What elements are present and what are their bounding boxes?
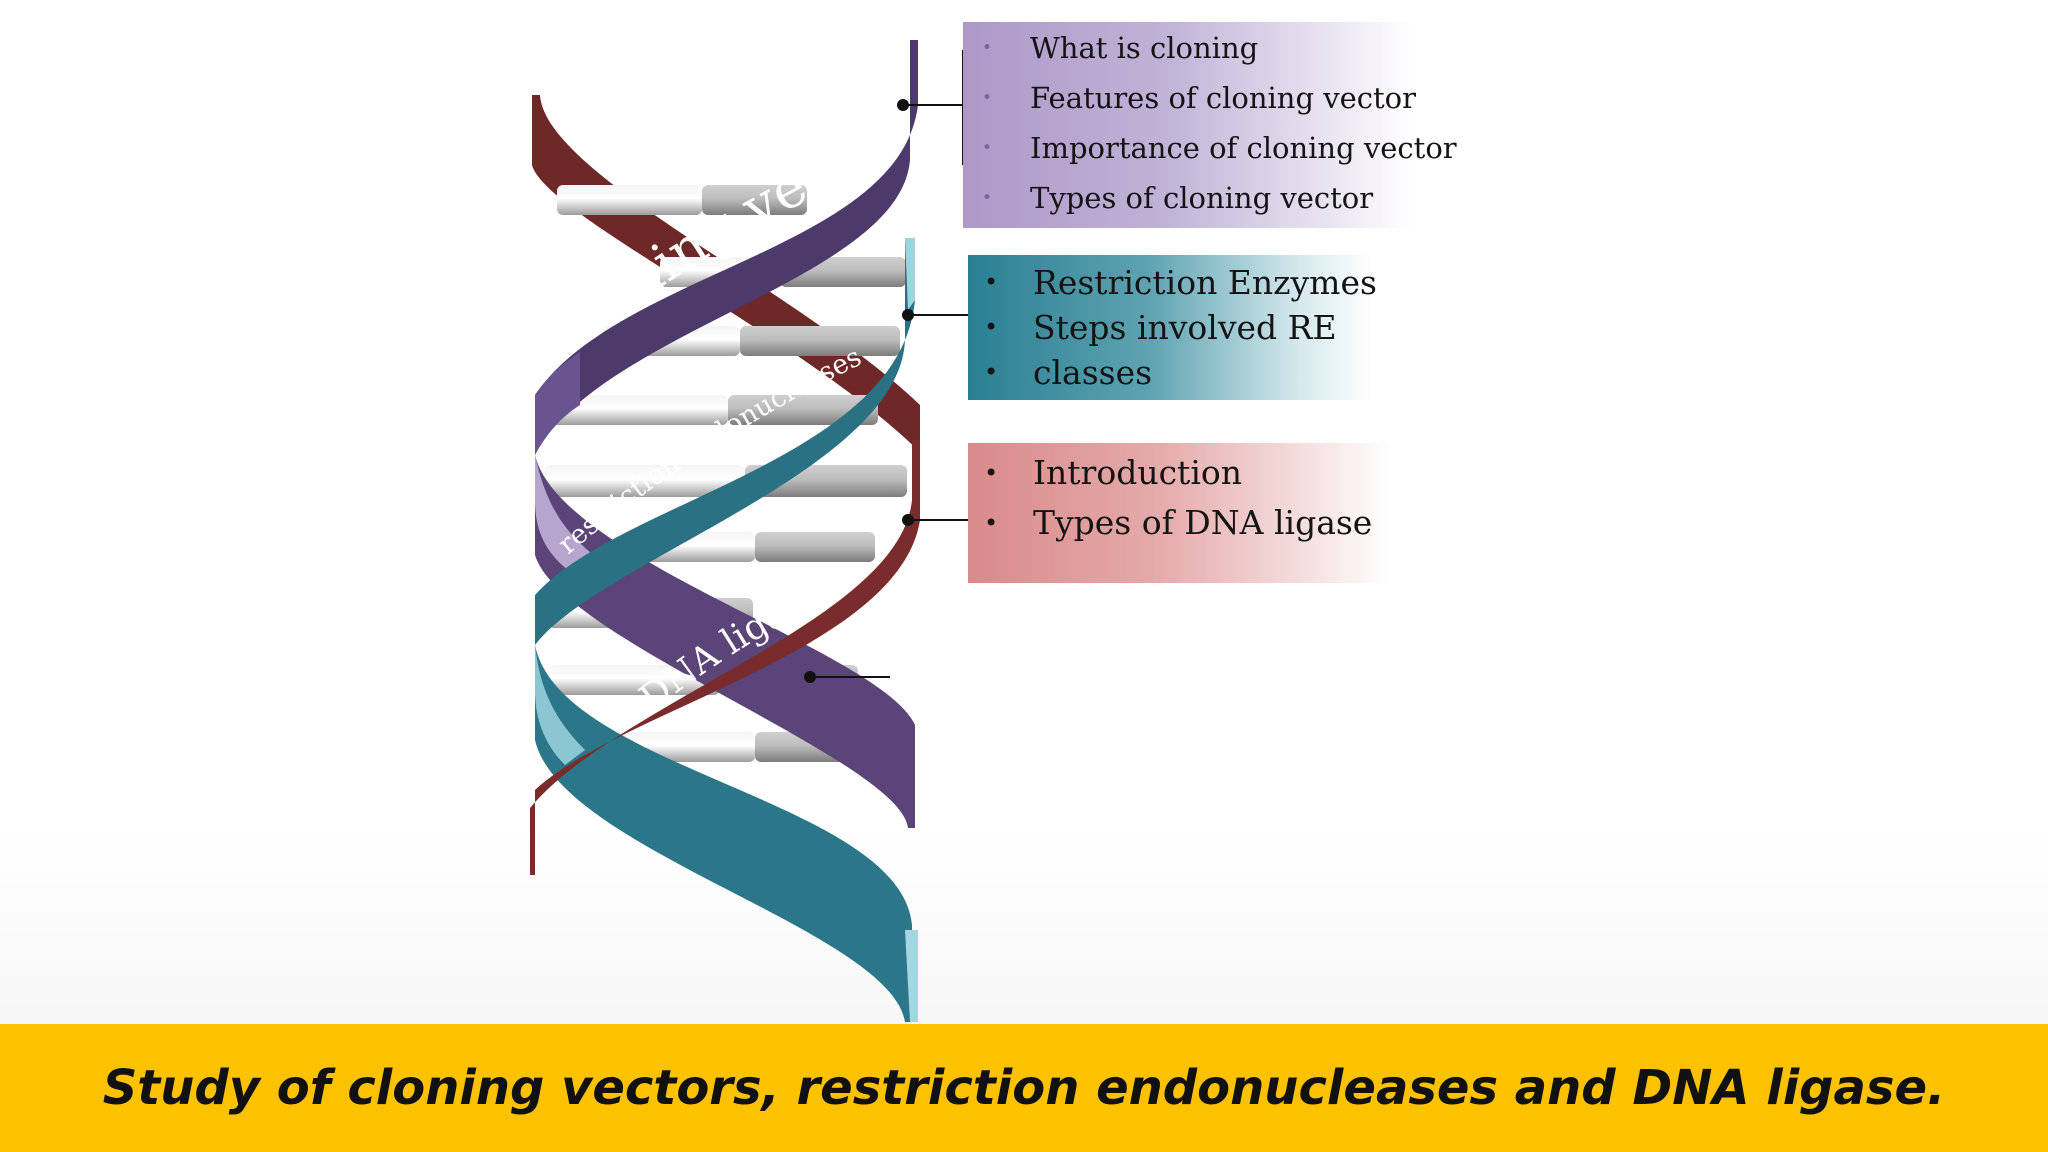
list-item: • What is cloning	[963, 23, 1413, 73]
list-item: • Features of cloning vector	[963, 73, 1417, 123]
list-item-text: Importance of cloning vector	[1030, 131, 1457, 165]
list-item: • classes	[968, 350, 1373, 395]
bullet-icon: •	[982, 38, 993, 58]
cloning-vectors-topic-box: • What is cloning • Features of cloning ve…	[963, 22, 1457, 228]
restriction-endonucleases-list: •Restriction Enzymes •Steps involved RE …	[968, 255, 1377, 395]
footer-banner: Study of cloning vectors, restriction en…	[0, 1024, 2048, 1152]
bullet-icon: •	[984, 313, 999, 341]
bullet-icon: •	[984, 268, 999, 296]
list-item: • Restriction Enzymes	[968, 260, 1377, 305]
list-item-text: classes	[1033, 353, 1153, 392]
purple-strand-lower	[535, 455, 915, 828]
bullet-icon: •	[982, 138, 993, 158]
teal-strand-lower	[535, 645, 912, 1022]
list-item-text: What is cloning	[1030, 31, 1259, 65]
dna-helix-illustration: cloning vectors restriction endonuclease…	[530, 40, 968, 1022]
cloning-vectors-list: • What is cloning • Features of cloning ve…	[963, 22, 1457, 223]
restriction-endonucleases-topic-box: •Restriction Enzymes •Steps involved RE …	[968, 255, 1377, 400]
list-item: • Importance of cloning vector	[963, 123, 1457, 173]
list-item-text: Restriction Enzymes	[1033, 263, 1377, 302]
list-item-text: Features of cloning vector	[1030, 81, 1417, 115]
teal-ribbon	[535, 238, 915, 645]
list-item-text: Types of cloning vector	[1030, 181, 1374, 215]
bullet-icon: •	[984, 459, 999, 487]
bullet-icon: •	[982, 88, 993, 108]
list-item: • Types of DNA ligase	[968, 498, 1390, 548]
list-item-text: Steps involved RE	[1033, 308, 1337, 347]
bullet-icon: •	[982, 188, 993, 208]
list-item-text: Types of DNA ligase	[1033, 503, 1373, 542]
bullet-icon: •	[984, 358, 999, 386]
footer-title: Study of cloning vectors, restriction en…	[102, 1060, 1946, 1116]
list-item-text: Introduction	[1033, 453, 1242, 492]
list-item: • Introduction	[968, 448, 1390, 498]
purple-ribbon	[535, 40, 918, 455]
connector-dots	[804, 99, 914, 683]
dna-ligase-topic-box: • Introduction • Types of DNA ligase	[968, 443, 1390, 583]
list-item: • Types of cloning vector	[963, 173, 1413, 223]
dna-ligase-list: • Introduction • Types of DNA ligase	[968, 443, 1390, 548]
bullet-icon: •	[984, 509, 999, 537]
list-item: • Steps involved RE	[968, 305, 1373, 350]
